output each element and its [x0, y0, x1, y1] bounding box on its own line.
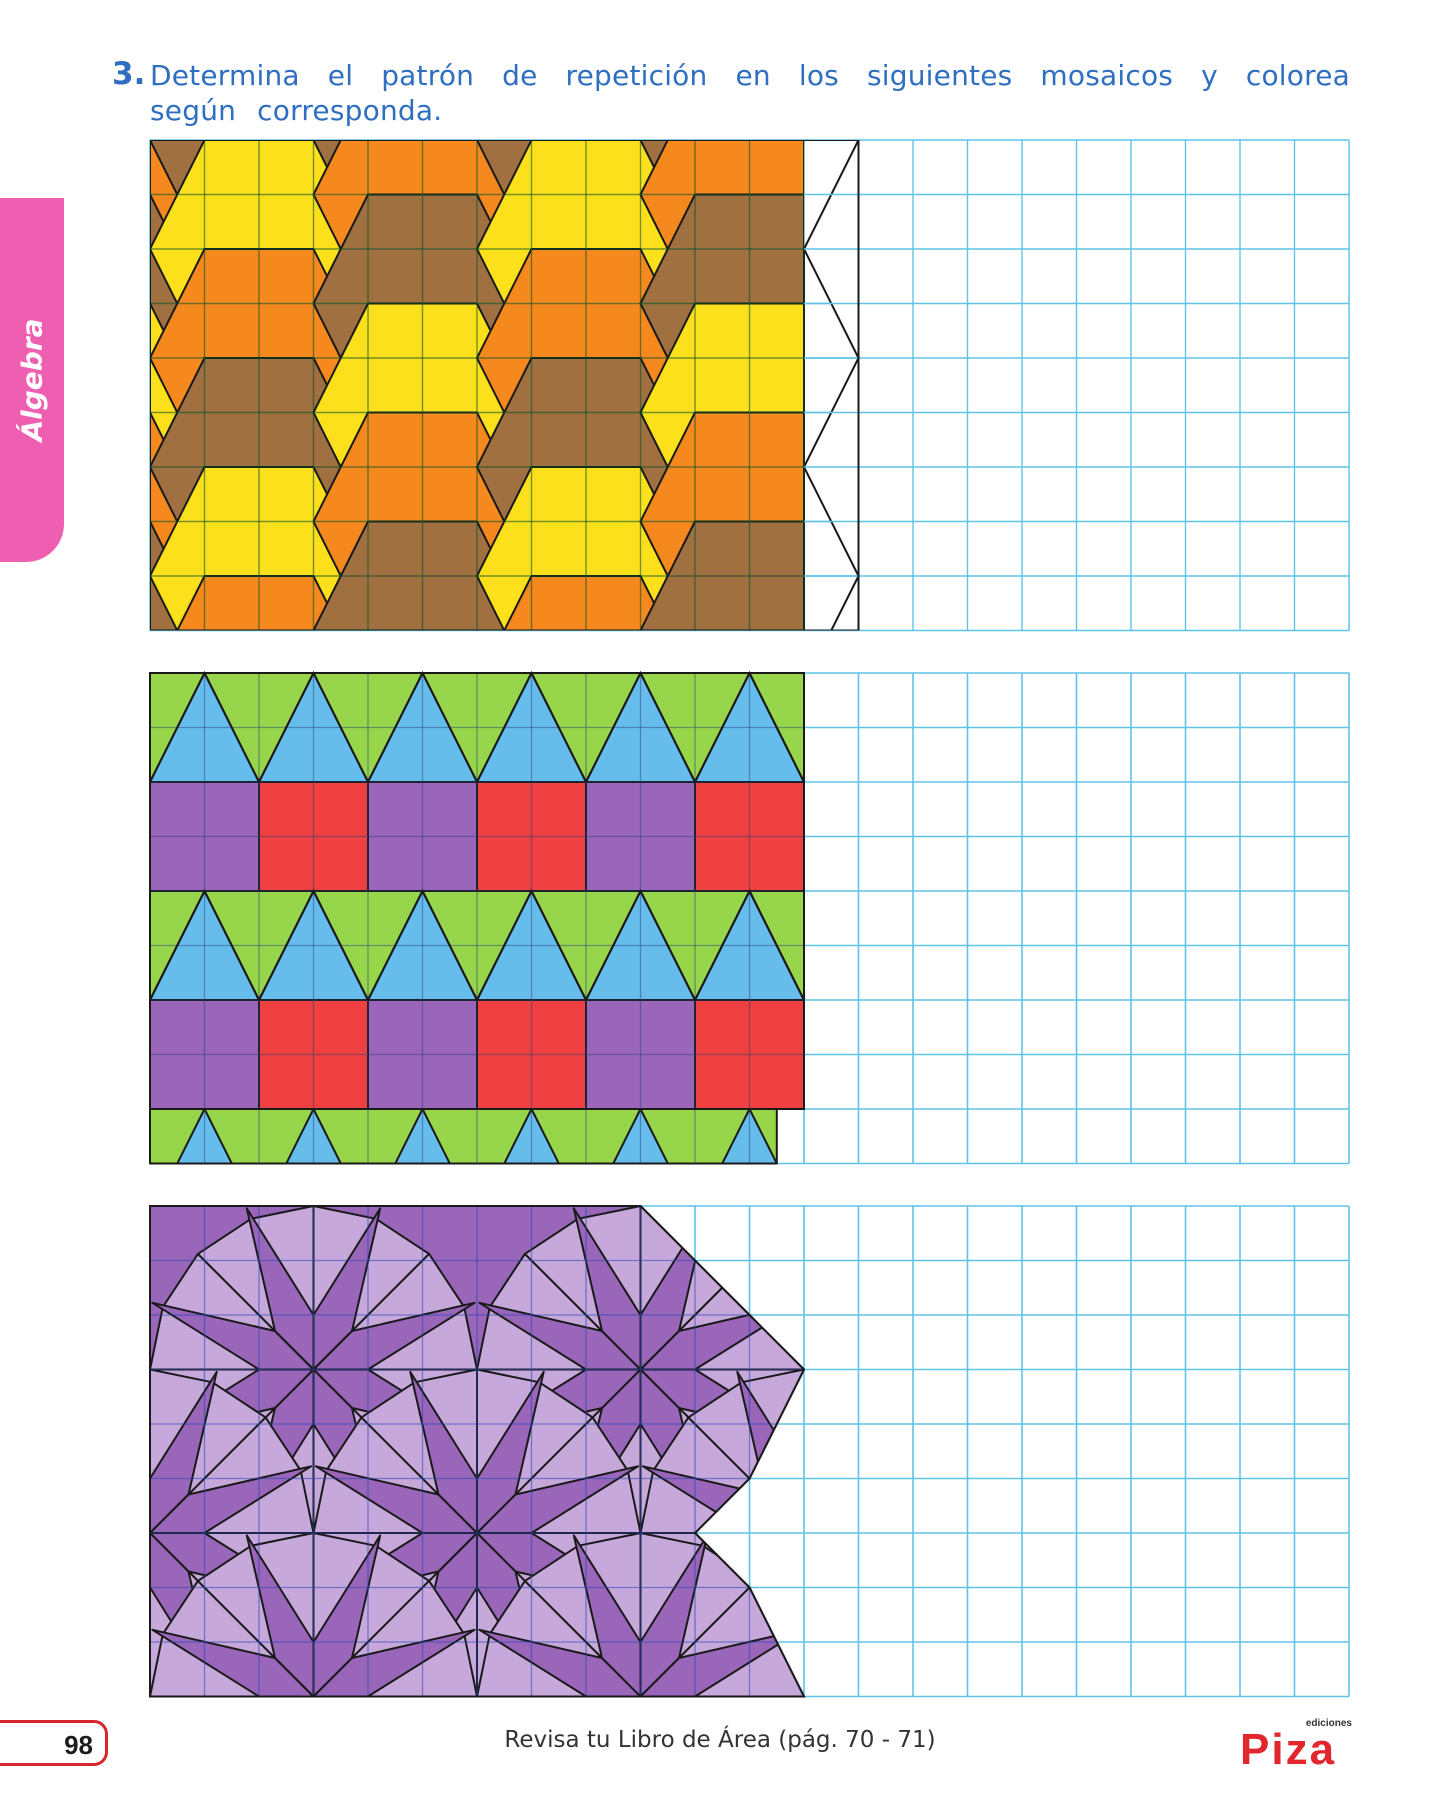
star-motif [150, 1532, 478, 1697]
exercise-instruction: Determina el patrón de repetición en los… [150, 59, 1350, 127]
mosaic-border [149, 672, 805, 1110]
hexagon-tile [203, 140, 315, 141]
blue-triangle [612, 1108, 669, 1165]
green-band [149, 1108, 778, 1165]
mosaic-border [150, 140, 860, 631]
lavender-kite [150, 1695, 315, 1697]
purple-star-point [803, 1465, 804, 1534]
hexagon-tile [530, 140, 642, 141]
purple-star-point [150, 1532, 151, 1696]
blue-triangle [503, 1108, 560, 1165]
triangle-outline [258, 888, 369, 1001]
triangle-outline [367, 888, 478, 1001]
lavender-kite [150, 1532, 151, 1697]
lavender-kite [150, 1416, 151, 1534]
blue-triangle [176, 1108, 233, 1165]
stars [150, 1206, 804, 1697]
empty-area [804, 140, 1349, 631]
triangle-outline [149, 888, 260, 1001]
triangle-outline [476, 888, 587, 1001]
purple-star-point [803, 1370, 804, 1534]
star-mosaic-grid [149, 1205, 1350, 1698]
lavender-kite [803, 1532, 804, 1697]
purple-star-point [151, 1695, 315, 1697]
hexagon-mosaic-grid [149, 139, 1350, 632]
mosaic-border [149, 1205, 806, 1698]
star-motif [476, 1532, 804, 1697]
blue-triangle [394, 1108, 451, 1165]
triangle-outline [694, 888, 805, 1001]
footer-reference: Revisa tu Libro de Área (pág. 70 - 71) [504, 1727, 936, 1753]
triangle-square-mosaic-grid [149, 670, 1350, 1165]
purple-star-point [803, 1532, 804, 1601]
lavender-kite [803, 1416, 804, 1534]
logo-small-text: ediciones [1306, 1718, 1353, 1729]
exercise-number: 3. [112, 56, 146, 92]
grid-overlay [150, 140, 1349, 631]
blue-triangle [721, 1108, 778, 1165]
blue-triangle [285, 1108, 342, 1165]
triangle-outline [585, 888, 696, 1001]
lavender-kite [803, 1532, 804, 1650]
purple-star-point [245, 1695, 315, 1697]
page-number: 98 [64, 1730, 93, 1760]
purple-star-point [803, 1532, 804, 1696]
purple-star-point [150, 1370, 151, 1534]
purple-star-point [150, 1532, 151, 1601]
page-number-box: 98 [0, 1720, 108, 1766]
section-tab: Álgebra [0, 198, 64, 562]
publisher-logo: ediciones Piza [1240, 1718, 1353, 1772]
lavender-kite [150, 1532, 151, 1650]
lavender-kite [150, 1368, 151, 1534]
purple-star-point [150, 1465, 151, 1534]
logo-brand-text: Piza [1240, 1725, 1336, 1772]
purple-star-point [312, 1628, 476, 1697]
lavender-kite [196, 1695, 315, 1697]
lavender-kite [803, 1368, 804, 1534]
grid-overlay [149, 670, 805, 1164]
